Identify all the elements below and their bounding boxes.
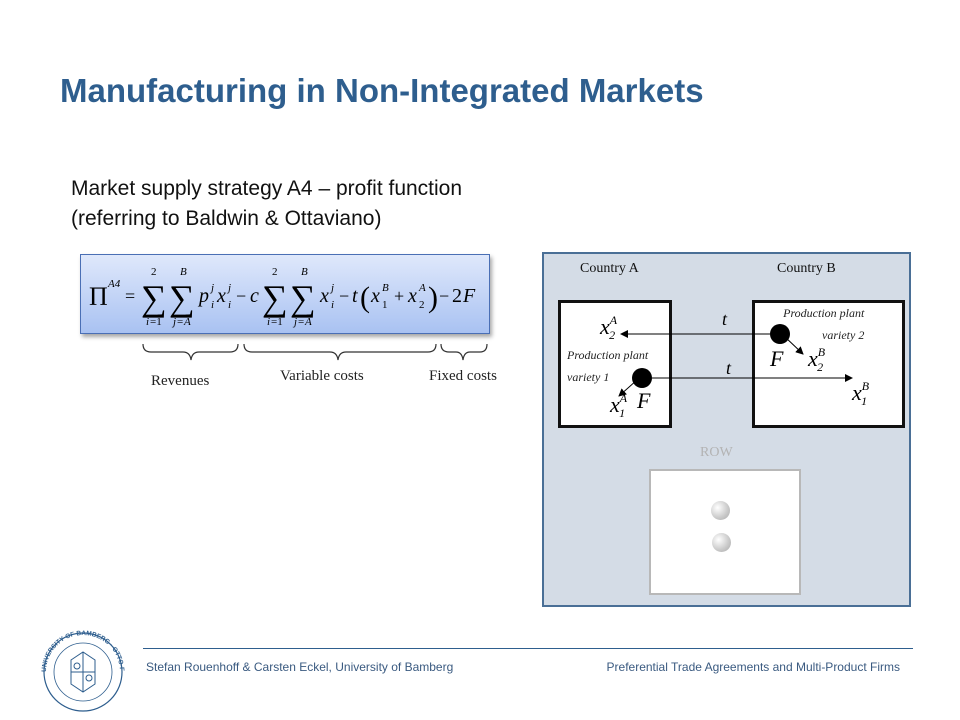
svg-text:j: j bbox=[292, 316, 297, 328]
svg-text:=: = bbox=[298, 316, 304, 328]
fixed-cost-f-left: F bbox=[637, 388, 651, 413]
fixed-cost-f-right: F bbox=[770, 346, 784, 371]
svg-text:1: 1 bbox=[382, 299, 388, 311]
svg-text:p: p bbox=[197, 285, 209, 307]
svg-text:2: 2 bbox=[452, 285, 462, 307]
svg-text:A4: A4 bbox=[107, 278, 121, 290]
svg-text:x: x bbox=[319, 285, 329, 307]
svg-text:∑: ∑ bbox=[290, 278, 316, 318]
row-dot-top bbox=[711, 501, 730, 520]
slide-subtitle: Market supply strategy A4 – profit funct… bbox=[71, 174, 631, 234]
svg-text:i: i bbox=[267, 316, 270, 328]
plant-variety-1-dot bbox=[632, 368, 652, 388]
quantity-x1-a: xA1 bbox=[610, 390, 628, 421]
country-b-box bbox=[752, 300, 905, 428]
university-seal-logo: UNIVERSITY OF BAMBERG · OTTO-FRIEDRICH-U… bbox=[36, 626, 125, 712]
svg-text:j: j bbox=[329, 282, 334, 294]
footer-divider bbox=[143, 648, 913, 649]
svg-text:B: B bbox=[382, 282, 389, 294]
country-a-label: Country A bbox=[580, 261, 639, 276]
plant-variety-2-label: Production plant variety 2 bbox=[783, 306, 865, 342]
revenues-label: Revenues bbox=[151, 373, 210, 389]
quantity-x2-b: xB2 bbox=[808, 344, 826, 375]
svg-text:∑: ∑ bbox=[262, 278, 288, 318]
svg-text:c: c bbox=[250, 285, 259, 307]
svg-text:2: 2 bbox=[272, 266, 278, 278]
svg-text:j: j bbox=[209, 282, 214, 294]
fixed-costs-brace bbox=[440, 343, 488, 361]
market-diagram-panel: Country A Country B Production plant var… bbox=[542, 252, 911, 607]
formula-equation: Π A4 = 2 ∑ i=1 B ∑ j=A p j i x j i − c 2… bbox=[89, 266, 476, 328]
svg-text:B: B bbox=[180, 266, 187, 278]
svg-text:x: x bbox=[216, 285, 226, 307]
row-box bbox=[649, 469, 801, 595]
svg-text:A: A bbox=[183, 316, 191, 328]
svg-text:+: + bbox=[394, 286, 404, 306]
svg-text:=1: =1 bbox=[271, 316, 283, 328]
svg-text:∑: ∑ bbox=[141, 278, 167, 318]
svg-text:−: − bbox=[439, 286, 449, 306]
svg-text:−: − bbox=[236, 286, 246, 306]
country-b-label: Country B bbox=[777, 261, 836, 276]
revenues-brace bbox=[142, 343, 239, 361]
row-dot-bottom bbox=[712, 533, 731, 552]
tariff-t-bottom: t bbox=[726, 358, 732, 378]
fixed-costs-label: Fixed costs bbox=[429, 368, 497, 384]
quantity-x1-b: xB1 bbox=[852, 378, 870, 409]
plant-variety-1-label: Production plant variety 1 bbox=[567, 348, 649, 384]
svg-text:∑: ∑ bbox=[169, 278, 195, 318]
svg-text:F: F bbox=[462, 285, 476, 307]
svg-text:j: j bbox=[171, 316, 176, 328]
svg-text:Π: Π bbox=[89, 282, 108, 311]
svg-text:2: 2 bbox=[151, 266, 157, 278]
svg-text:B: B bbox=[301, 266, 308, 278]
svg-text:j: j bbox=[226, 282, 231, 294]
svg-text:UNIVERSITY OF BAMBERG · OTTO-F: UNIVERSITY OF BAMBERG · OTTO-FRIEDRICH-U… bbox=[36, 626, 125, 672]
svg-text:): ) bbox=[428, 281, 438, 314]
svg-text:=1: =1 bbox=[150, 316, 162, 328]
variable-costs-brace bbox=[243, 343, 437, 361]
svg-text:x: x bbox=[370, 285, 380, 307]
row-label: ROW bbox=[700, 445, 733, 460]
svg-text:t: t bbox=[352, 285, 358, 307]
footer-presentation-title: Preferential Trade Agreements and Multi-… bbox=[606, 660, 900, 674]
svg-text:i: i bbox=[211, 299, 214, 311]
svg-text:2: 2 bbox=[419, 299, 425, 311]
subtitle-line-2: (referring to Baldwin & Ottaviano) bbox=[71, 207, 382, 230]
svg-text:i: i bbox=[331, 299, 334, 311]
svg-text:A: A bbox=[418, 282, 426, 294]
footer-authors: Stefan Rouenhoff & Carsten Eckel, Univer… bbox=[146, 660, 454, 674]
tariff-t-top: t bbox=[722, 309, 728, 329]
quantity-x2-a: xA2 bbox=[600, 312, 618, 343]
svg-text:x: x bbox=[407, 285, 417, 307]
slide-title: Manufacturing in Non-Integrated Markets bbox=[60, 72, 704, 109]
svg-text:A: A bbox=[304, 316, 312, 328]
svg-text:(: ( bbox=[360, 281, 370, 314]
svg-text:i: i bbox=[146, 316, 149, 328]
profit-function-formula: Π A4 = 2 ∑ i=1 B ∑ j=A p j i x j i − c 2… bbox=[80, 254, 490, 334]
variable-costs-label: Variable costs bbox=[280, 368, 364, 384]
svg-text:i: i bbox=[228, 299, 231, 311]
country-a-box bbox=[558, 300, 672, 428]
svg-text:=: = bbox=[125, 286, 135, 306]
trade-flow-arrows bbox=[618, 324, 853, 397]
plant-variety-2-dot bbox=[770, 324, 790, 344]
svg-text:=: = bbox=[177, 316, 183, 328]
svg-text:−: − bbox=[339, 286, 349, 306]
subtitle-line-1: Market supply strategy A4 – profit funct… bbox=[71, 177, 463, 200]
